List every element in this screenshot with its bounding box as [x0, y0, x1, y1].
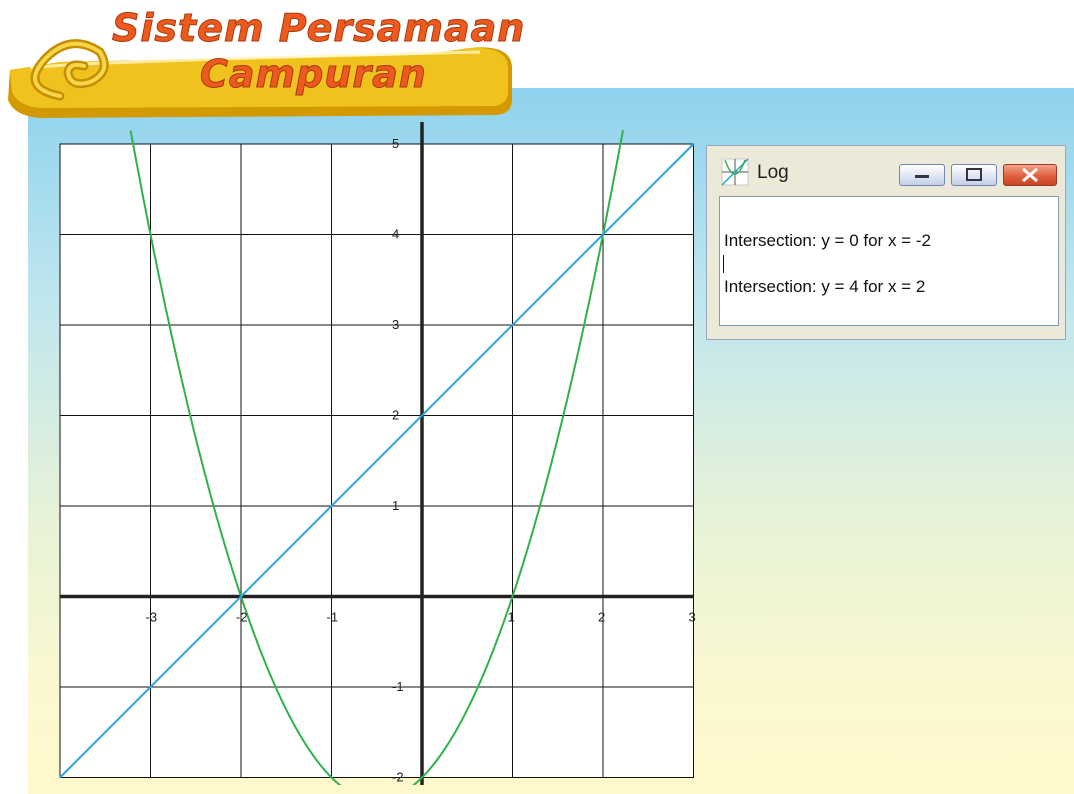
title-banner: Sistem Persamaan Campuran — [0, 0, 560, 130]
minimize-button[interactable] — [899, 164, 945, 186]
x-tick-label: -2 — [236, 610, 248, 625]
y-tick-label: 3 — [392, 317, 399, 332]
linear-line — [59, 143, 695, 779]
x-tick-labels: -3 -2 -1 1 2 3 — [146, 610, 696, 625]
banner-title-line2: Campuran — [200, 52, 427, 97]
x-tick-label: 1 — [508, 610, 515, 625]
y-tick-label: 5 — [392, 136, 399, 151]
banner-title-line1: Sistem Persamaan — [111, 6, 526, 51]
y-tick-label: -2 — [392, 770, 404, 785]
y-tick-label: 1 — [392, 498, 399, 513]
ribbon-graphic — [8, 39, 512, 119]
y-tick-labels: 5 4 3 2 1 -1 -2 — [392, 136, 404, 785]
x-tick-label: -1 — [327, 610, 339, 625]
graph-app-icon — [721, 158, 749, 186]
log-line-1: Intersection: y = 0 for x = -2 — [724, 231, 931, 250]
maximize-button[interactable] — [951, 164, 997, 186]
log-window[interactable]: Log Intersection: y = 0 for x = -2 Inter… — [706, 145, 1066, 340]
close-icon — [1022, 167, 1038, 183]
parabola-curve — [129, 130, 624, 785]
x-tick-label: -3 — [146, 610, 158, 625]
minimize-icon — [915, 175, 929, 178]
x-tick-label: 3 — [689, 610, 696, 625]
log-text-area[interactable]: Intersection: y = 0 for x = -2 Intersect… — [719, 196, 1059, 326]
y-tick-label: 2 — [392, 408, 399, 423]
graph-plot[interactable]: -3 -2 -1 1 2 3 5 4 3 2 1 -1 -2 — [55, 120, 715, 785]
y-tick-label: -1 — [392, 679, 404, 694]
log-titlebar[interactable]: Log — [707, 146, 1065, 192]
log-line-2: Intersection: y = 4 for x = 2 — [724, 277, 926, 296]
text-caret — [723, 255, 724, 273]
y-tick-label: 4 — [392, 227, 399, 242]
axes — [60, 122, 694, 785]
maximize-icon — [966, 168, 982, 181]
x-tick-label: 2 — [598, 610, 605, 625]
close-button[interactable] — [1003, 164, 1057, 186]
log-title: Log — [757, 162, 789, 183]
